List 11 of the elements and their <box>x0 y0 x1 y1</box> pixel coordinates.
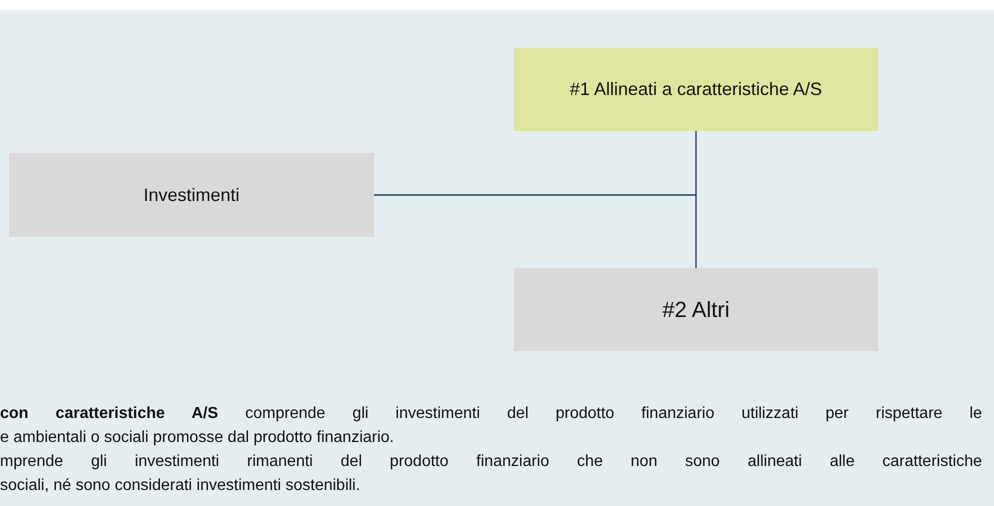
box-label: #2 Altri <box>662 296 730 322</box>
note-text: mprende gli investimenti rimanenti del prodotto finanziario che non sono allineati alle caratteristiche <box>0 453 982 471</box>
box-label: #1 Allineati a caratteristiche A/S <box>570 79 822 100</box>
note-text: sociali, né sono considerati investimenti sostenibili. <box>0 477 360 495</box>
note-text: con caratteristiche A/S comprende gli investimenti del prodotto finanziario utilizzati per rispettare le <box>0 405 982 423</box>
category-box <box>514 268 878 351</box>
category-box <box>514 48 878 131</box>
box-label: Investimenti <box>143 184 240 206</box>
note-text: e ambientali o sociali promosse dal prodotto finanziario. <box>0 429 394 447</box>
category-box <box>9 153 374 237</box>
connector-line <box>374 194 697 268</box>
